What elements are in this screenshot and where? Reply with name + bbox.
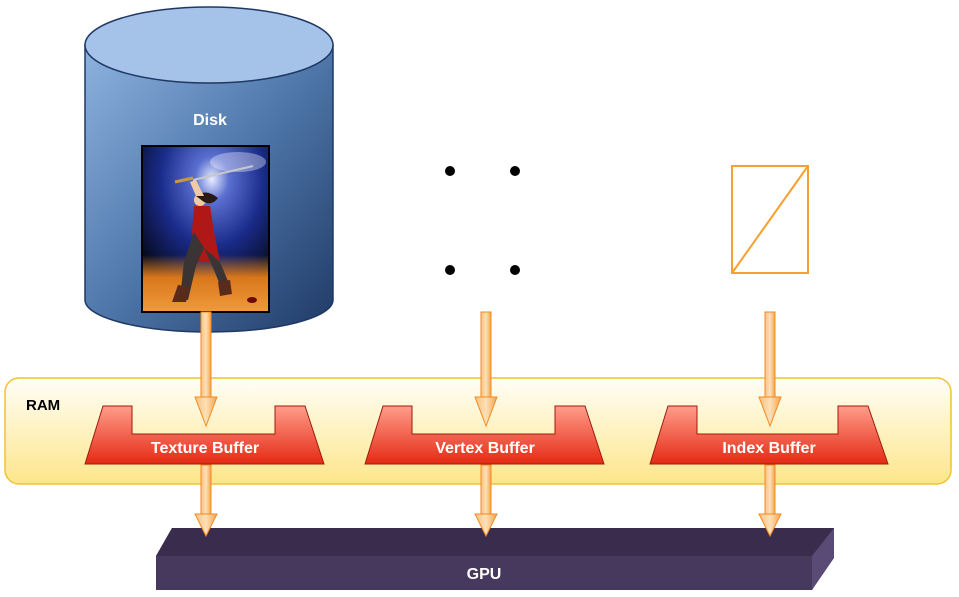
index-buffer-label: Index Buffer — [722, 440, 815, 457]
ram-label: RAM — [26, 397, 60, 414]
arrow-vertex-buffer-to-gpu — [474, 464, 498, 538]
texture-image — [141, 145, 270, 313]
arrow-texture-buffer-to-gpu — [194, 464, 218, 538]
disk: Disk — [84, 6, 334, 333]
vertex-point — [445, 265, 455, 275]
disk-label: Disk — [193, 112, 227, 129]
vertex-points — [445, 166, 520, 275]
texture-buffer: Texture Buffer — [84, 405, 325, 465]
vertex-buffer-label: Vertex Buffer — [435, 440, 535, 457]
vertex-buffer: Vertex Buffer — [364, 405, 605, 465]
vertex-point — [510, 265, 520, 275]
arrow-index-to-index-buffer — [758, 311, 782, 428]
arrows — [194, 311, 782, 538]
disk-top — [84, 6, 334, 84]
vertex-point — [445, 166, 455, 176]
arrow-index-buffer-to-gpu — [758, 464, 782, 538]
ram: RAM — [4, 377, 952, 485]
gpu: GPU — [156, 528, 834, 590]
vertex-point — [510, 166, 520, 176]
index-buffer: Index Buffer — [649, 405, 889, 465]
arrow-disk-to-texture-buffer — [194, 311, 218, 428]
arrow-vertex-to-vertex-buffer — [474, 311, 498, 428]
index-triangles — [731, 165, 809, 274]
gpu-label: GPU — [467, 566, 502, 583]
texture-buffer-label: Texture Buffer — [151, 440, 259, 457]
